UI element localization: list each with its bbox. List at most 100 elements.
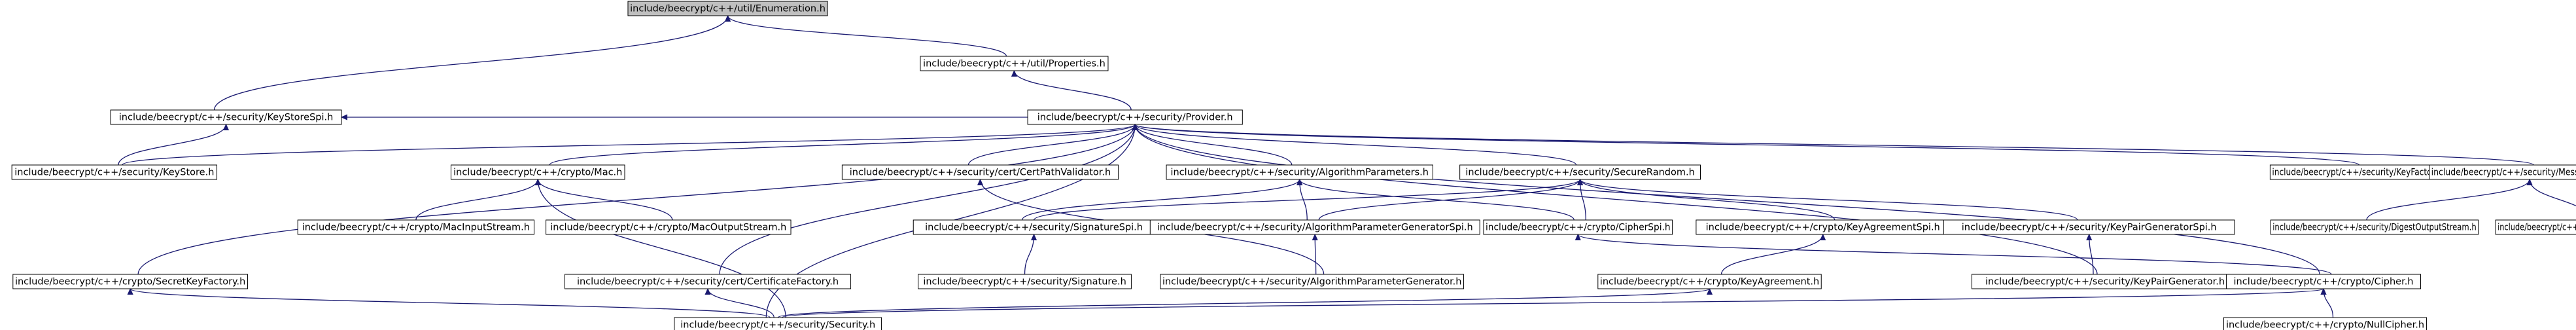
node-props[interactable]: include/beecrypt/c++/util/Properties.h	[920, 56, 1109, 71]
edge-n_kf-to-n_provider	[1135, 124, 2360, 166]
node-sig[interactable]: include/beecrypt/c++/security/Signature.…	[918, 274, 1132, 289]
node-box	[1943, 219, 2235, 235]
node-box	[918, 274, 1132, 289]
node-label: include/beecrypt/c++/crypto/MacOutputStr…	[550, 223, 786, 233]
node-label: include/beecrypt/c++/security/cert/CertP…	[850, 168, 1111, 178]
edge-n_security-to-n_ka	[777, 289, 1709, 318]
node-label: include/beecrypt/c++/security/DigestOutp…	[2272, 223, 2477, 233]
node-security[interactable]: include/beecrypt/c++/security/Security.h	[674, 317, 882, 330]
edge-n_mac-to-n_provider	[549, 124, 1135, 166]
node-box	[841, 164, 1119, 180]
node-mac[interactable]: include/beecrypt/c++/crypto/Mac.h	[450, 164, 625, 180]
edge-n_cspi-to-n_sr	[1580, 179, 1586, 221]
node-macin[interactable]: include/beecrypt/c++/crypto/MacInputStre…	[297, 219, 534, 235]
node-box	[1160, 274, 1464, 289]
node-skf[interactable]: include/beecrypt/c++/crypto/SecretKeyFac…	[12, 274, 249, 289]
edge-n_kpg-to-n_kpgspi	[2089, 234, 2094, 275]
node-label: include/beecrypt/c++/security/Security.h	[680, 320, 875, 330]
node-cspi[interactable]: include/beecrypt/c++/crypto/CipherSpi.h	[1483, 219, 1673, 235]
node-box	[1149, 219, 1480, 235]
node-box	[1027, 109, 1243, 125]
node-label: include/beecrypt/c++/util/Enumeration.h	[630, 4, 826, 14]
node-kaspi[interactable]: include/beecrypt/c++/crypto/KeyAgreement…	[1696, 219, 1951, 235]
node-box	[920, 56, 1109, 71]
node-label: include/beecrypt/c++/security/AlgorithmP…	[1170, 168, 1429, 178]
node-cf[interactable]: include/beecrypt/c++/security/cert/Certi…	[564, 274, 852, 289]
node-label: include/beecrypt/c++/security/SecureRand…	[1465, 168, 1694, 178]
edge-n_security-to-n_cipher	[781, 289, 2324, 318]
node-label: include/beecrypt/c++/security/KeyPairGen…	[1985, 277, 2225, 287]
node-box	[627, 1, 828, 16]
node-dis[interactable]: include/beecrypt/c++/security/DigestInpu…	[2495, 219, 2576, 235]
node-null[interactable]: include/beecrypt/c++/crypto/NullCipher.h	[2223, 317, 2428, 330]
edge-n_cf-to-n_provider	[719, 124, 1135, 275]
edge-n_null-to-n_cipher	[2324, 289, 2334, 318]
edge-n_keystore-to-n_ksspi	[118, 124, 226, 166]
node-ka[interactable]: include/beecrypt/c++/crypto/KeyAgreement…	[1597, 274, 1822, 289]
node-label: include/beecrypt/c++/security/DigestInpu…	[2498, 223, 2576, 233]
edge-n_security-to-n_mac	[538, 179, 786, 318]
edge-n_security-to-n_cf	[708, 289, 775, 318]
node-box	[2270, 219, 2479, 235]
edge-n_cspi-to-n_algp	[1300, 179, 1575, 221]
node-kf[interactable]: include/beecrypt/c++/security/KeyFactory…	[2269, 164, 2449, 180]
node-label: include/beecrypt/c++/security/KeyStoreSp…	[119, 113, 334, 123]
edge-n_md-to-n_provider	[1135, 124, 2534, 166]
edge-n_macin-to-n_mac	[415, 179, 538, 221]
node-label: include/beecrypt/c++/crypto/KeyAgreement…	[1706, 223, 1940, 233]
node-box	[2429, 164, 2576, 180]
node-label: include/beecrypt/c++/security/KeyStore.h	[14, 168, 214, 178]
node-md[interactable]: include/beecrypt/c++/security/MessageDig…	[2429, 164, 2576, 180]
node-label: include/beecrypt/c++/crypto/Mac.h	[453, 168, 622, 178]
node-dos[interactable]: include/beecrypt/c++/security/DigestOutp…	[2270, 219, 2479, 235]
node-enum[interactable]: include/beecrypt/c++/util/Enumeration.h	[627, 1, 828, 16]
node-cpv[interactable]: include/beecrypt/c++/security/cert/CertP…	[841, 164, 1119, 180]
node-box	[1483, 219, 1673, 235]
edge-n_sigspi-to-n_sr	[1033, 179, 1580, 221]
edge-n_sig-to-n_sigspi	[1024, 234, 1034, 275]
node-box	[1166, 164, 1433, 180]
node-sr[interactable]: include/beecrypt/c++/security/SecureRand…	[1459, 164, 1701, 180]
node-label: include/beecrypt/c++/util/Properties.h	[923, 59, 1105, 69]
node-box	[2223, 317, 2428, 330]
node-apg[interactable]: include/beecrypt/c++/security/AlgorithmP…	[1160, 274, 1464, 289]
node-label: include/beecrypt/c++/security/AlgorithmP…	[1157, 223, 1473, 233]
node-label: include/beecrypt/c++/crypto/NullCipher.h	[2226, 320, 2424, 330]
edge-n_algp-to-n_provider	[1135, 124, 1293, 166]
node-macout[interactable]: include/beecrypt/c++/crypto/MacOutputStr…	[546, 219, 792, 235]
header-file-nodes: include/beecrypt/c++/util/Enumeration.h i…	[11, 1, 2576, 330]
node-apgspi[interactable]: include/beecrypt/c++/security/AlgorithmP…	[1149, 219, 1480, 235]
dependency-edges	[118, 16, 2576, 318]
node-label: include/beecrypt/c++/security/AlgorithmP…	[1162, 277, 1461, 287]
node-box	[11, 164, 218, 180]
node-label: include/beecrypt/c++/security/KeyFactory…	[2272, 168, 2446, 178]
edge-n_kpg-to-n_provider	[1135, 124, 2098, 275]
edge-n_skf-to-n_provider	[137, 124, 1135, 275]
node-provider[interactable]: include/beecrypt/c++/security/Provider.h	[1027, 109, 1243, 125]
edge-n_apgspi-to-n_sr	[1318, 179, 1580, 221]
edge-n_kpgspi-to-n_sr	[1580, 179, 2078, 221]
edge-n_macout-to-n_mac	[538, 179, 673, 221]
node-label: include/beecrypt/c++/crypto/SecretKeyFac…	[15, 277, 245, 287]
node-algp[interactable]: include/beecrypt/c++/security/AlgorithmP…	[1166, 164, 1433, 180]
edge-n_cipher-to-n_cspi	[1578, 234, 2332, 275]
edge-n_props-to-n_enum	[728, 16, 1007, 57]
node-box	[2495, 219, 2576, 235]
edge-n_cpv-to-n_provider	[967, 124, 1136, 166]
node-box	[546, 219, 792, 235]
edge-n_kaspi-to-n_sr	[1580, 179, 1836, 221]
node-keystore[interactable]: include/beecrypt/c++/security/KeyStore.h	[11, 164, 218, 180]
node-cipher[interactable]: include/beecrypt/c++/crypto/Cipher.h	[2226, 274, 2421, 289]
node-label: include/beecrypt/c++/security/SignatureS…	[925, 223, 1143, 233]
node-kpgspi[interactable]: include/beecrypt/c++/security/KeyPairGen…	[1943, 219, 2235, 235]
node-box	[297, 219, 534, 235]
node-ksspi[interactable]: include/beecrypt/c++/security/KeyStoreSp…	[110, 109, 342, 125]
node-sigspi[interactable]: include/beecrypt/c++/security/SignatureS…	[913, 219, 1155, 235]
edge-n_cipher-to-n_provider	[1135, 124, 2320, 275]
edge-n_dos-to-n_md	[2366, 179, 2530, 221]
node-kpg[interactable]: include/beecrypt/c++/security/KeyPairGen…	[1971, 274, 2239, 289]
edge-n_ka-to-n_kaspi	[1720, 234, 1823, 275]
edge-n_security-to-n_skf	[130, 289, 771, 318]
node-label: include/beecrypt/c++/security/Signature.…	[923, 277, 1126, 287]
